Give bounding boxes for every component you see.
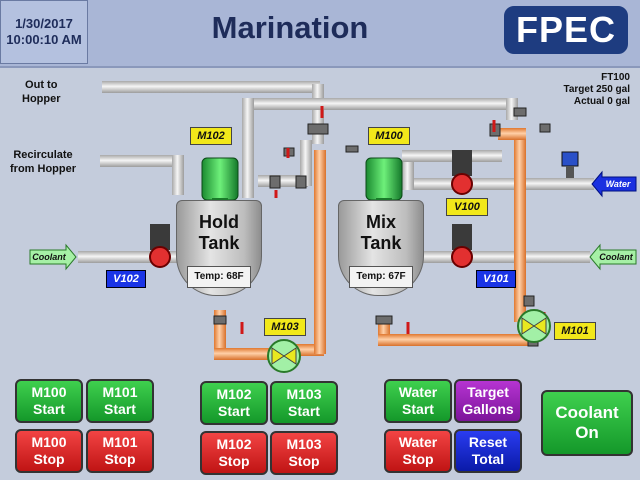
date-text: 1/30/2017 (15, 16, 73, 31)
m103-stop-line2: Stop (288, 453, 320, 469)
mix-tank-name-line2: Tank (360, 233, 402, 253)
datetime-display: 1/30/2017 10:00:10 AM (0, 0, 88, 64)
coolant-on-line1: Coolant (555, 403, 619, 422)
fpec-logo: FPEC (504, 6, 628, 54)
m102-stop-line2: Stop (218, 453, 250, 469)
recirculate-label: Recirculate from Hopper (10, 148, 76, 176)
m101-stop-button[interactable]: M101 Stop (86, 429, 154, 473)
tag-v101: V101 (476, 270, 516, 288)
coolant-arrow-right (589, 243, 637, 271)
out-to-hopper-line2: Hopper (22, 93, 61, 105)
tag-m102: M102 (190, 127, 232, 145)
logo-text: FPEC (515, 9, 616, 50)
m102-start-line2: Start (218, 403, 250, 419)
water-stop-line1: Water (398, 434, 438, 450)
recirculate-pipe (100, 155, 184, 195)
target-gallons-button[interactable]: Target Gallons (454, 379, 522, 423)
time-text: 10:00:10 AM (6, 32, 82, 47)
pump-m101 (517, 309, 551, 343)
hold-tank-name: Hold Tank (176, 212, 262, 254)
water-start-button[interactable]: Water Start (384, 379, 452, 423)
m103-stop-line1: M103 (286, 436, 322, 452)
m100-start-button[interactable]: M100 Start (15, 379, 83, 423)
ft100-actual: Actual 0 gal (573, 96, 630, 107)
m102-stop-line1: M102 (216, 436, 252, 452)
pump-m103 (267, 339, 301, 373)
ft100-name: FT100 (601, 72, 630, 83)
process-diagram (29, 81, 637, 373)
coolant-line-right (420, 251, 590, 263)
reset-total-line1: Reset (468, 434, 508, 450)
mix-tank-temp: Temp: 67F (349, 266, 413, 288)
mix-tank-name: Mix Tank (338, 212, 424, 254)
tag-v100: V100 (446, 198, 488, 216)
coolant-right-label: Coolant (599, 252, 633, 262)
coolant-on-button[interactable]: Coolant On (541, 390, 633, 456)
m101-start-line1: M101 (102, 384, 138, 400)
tag-v102: V102 (106, 270, 146, 288)
m100-stop-line1: M100 (31, 434, 67, 450)
header-bar: 1/30/2017 10:00:10 AM Marination FPEC (0, 0, 640, 68)
valve-v102 (149, 224, 171, 268)
m101-stop-line2: Stop (104, 451, 136, 467)
mix-tank-name-line1: Mix (365, 212, 396, 232)
m101-start-line2: Start (104, 401, 136, 417)
m100-start-line2: Start (33, 401, 65, 417)
target-gallons-line2: Gallons (462, 401, 514, 417)
m103-start-line1: M103 (286, 386, 322, 402)
hold-tank-temp: Temp: 68F (187, 266, 251, 288)
water-arrow (591, 170, 637, 198)
water-label: Water (605, 179, 631, 189)
water-stop-line2: Stop (402, 451, 434, 467)
coolant-arrow-left (29, 243, 77, 271)
tag-m100: M100 (368, 127, 410, 145)
coolant-left-label: Coolant (32, 252, 66, 262)
tag-m101: M101 (554, 322, 596, 340)
page-title: Marination (211, 10, 369, 45)
m100-stop-button[interactable]: M100 Stop (15, 429, 83, 473)
m103-start-line2: Start (288, 403, 320, 419)
water-start-line1: Water (398, 384, 438, 400)
m102-start-button[interactable]: M102 Start (200, 381, 268, 425)
m100-stop-line2: Stop (33, 451, 65, 467)
valve-v101 (451, 224, 473, 268)
m102-start-line1: M102 (216, 386, 252, 402)
m102-stop-button[interactable]: M102 Stop (200, 431, 268, 475)
water-start-line2: Start (402, 401, 434, 417)
hold-tank-name-line2: Tank (198, 233, 240, 253)
tag-m103: M103 (264, 318, 306, 336)
reset-total-line2: Total (471, 451, 505, 467)
valve-v100 (451, 150, 473, 195)
m101-stop-line1: M101 (102, 434, 138, 450)
m101-start-button[interactable]: M101 Start (86, 379, 154, 423)
out-to-hopper-line1: Out to (25, 79, 58, 91)
m103-start-button[interactable]: M103 Start (270, 381, 338, 425)
recirculate-line1: Recirculate (13, 149, 73, 161)
hold-tank-name-line1: Hold (199, 212, 239, 232)
reset-total-button[interactable]: Reset Total (454, 429, 522, 473)
target-gallons-line1: Target (467, 384, 509, 400)
m100-start-line1: M100 (31, 384, 67, 400)
recirculate-line2: from Hopper (10, 163, 76, 175)
ft100-target: Target 250 gal (563, 84, 630, 95)
coolant-on-line2: On (575, 423, 599, 442)
flow-meter-ft100 (561, 151, 579, 178)
water-stop-button[interactable]: Water Stop (384, 429, 452, 473)
m103-stop-button[interactable]: M103 Stop (270, 431, 338, 475)
ft100-readout: FT100 Target 250 gal Actual 0 gal (530, 72, 630, 108)
out-to-hopper-label: Out to Hopper (22, 78, 61, 106)
hold-recirc-orange-pipe (214, 150, 326, 360)
